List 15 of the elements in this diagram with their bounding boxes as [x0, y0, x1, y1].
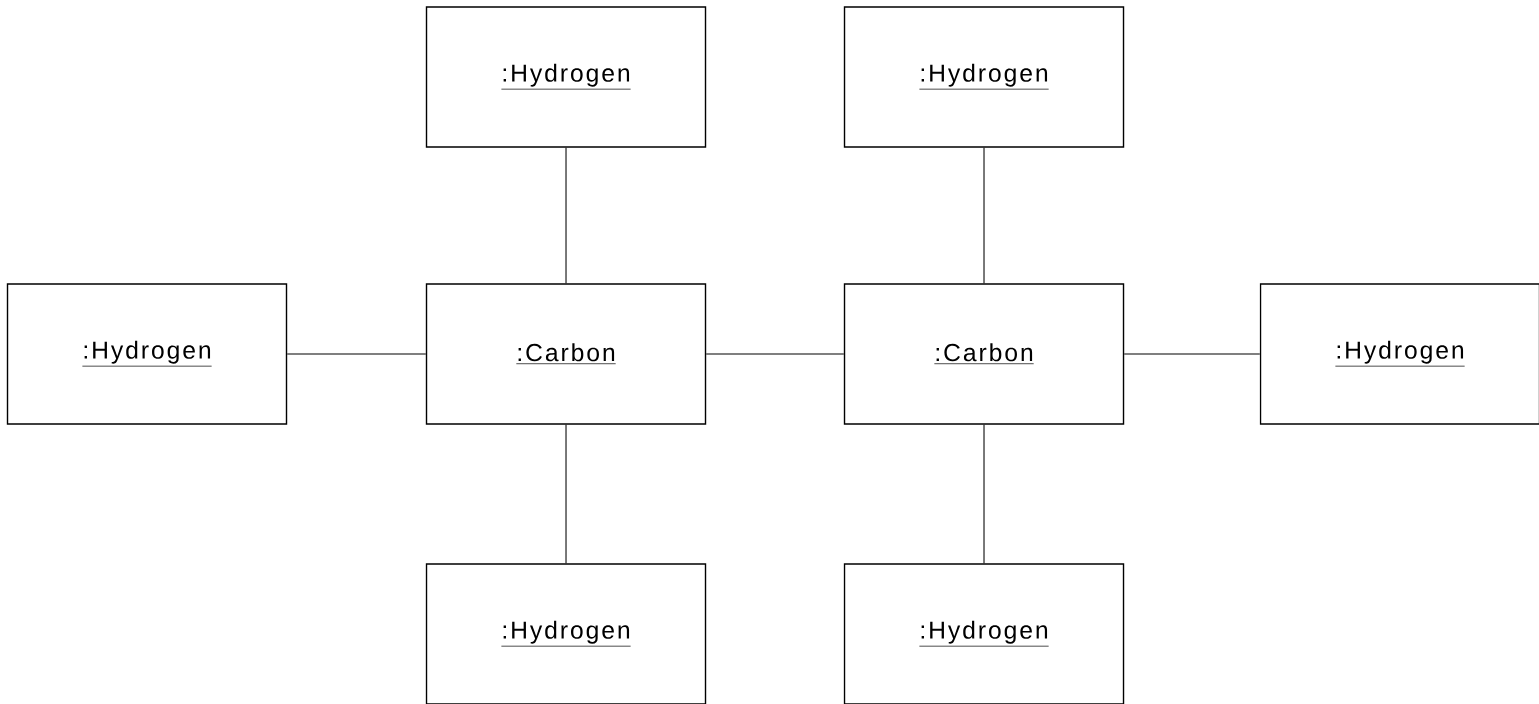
connector-line	[705, 353, 845, 355]
connector-line	[983, 147, 985, 284]
object-box: :Hydrogen	[843, 563, 1125, 704]
object-box: :Hydrogen	[6, 283, 288, 425]
object-box: :Hydrogen	[1259, 283, 1539, 425]
connector-line	[1123, 353, 1261, 355]
object-box: :Hydrogen	[425, 563, 707, 704]
connector-line	[565, 147, 567, 284]
connector-line	[983, 424, 985, 564]
object-box: :Hydrogen	[843, 6, 1125, 148]
connector-line	[565, 424, 567, 564]
object-box: :Hydrogen	[425, 6, 707, 148]
connector-line	[286, 353, 427, 355]
object-box: :Carbon	[843, 283, 1125, 425]
object-box: :Carbon	[425, 283, 707, 425]
